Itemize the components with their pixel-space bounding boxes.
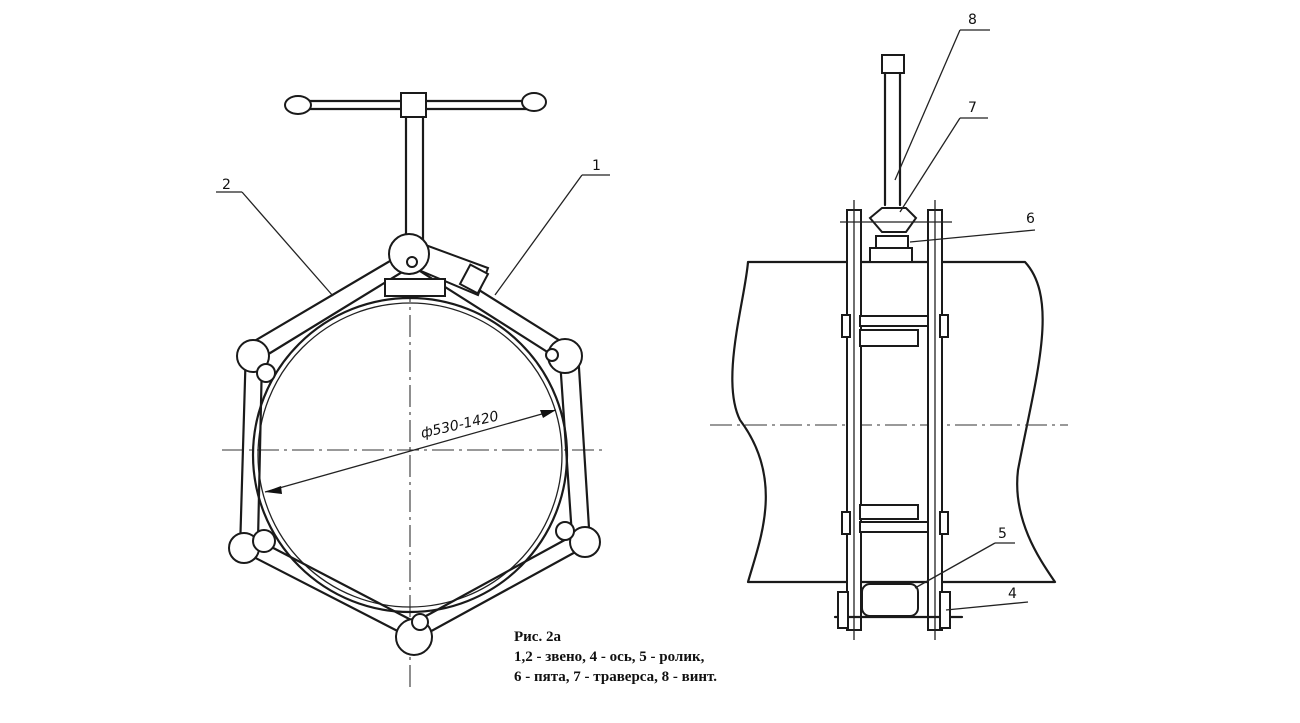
figure-caption: Рис. 2а 1,2 - звено, 4 - ось, 5 - ролик,… xyxy=(514,627,717,687)
heel-block xyxy=(384,278,446,297)
caption-line-1: 1,2 - звено, 4 - ось, 5 - ролик, xyxy=(514,649,705,665)
callout-7: 7 xyxy=(968,100,977,116)
traverse xyxy=(868,207,918,233)
pipe-outline xyxy=(731,260,1057,584)
callout-1: 1 xyxy=(592,158,601,174)
side-view: 8 7 6 5 4 xyxy=(710,12,1068,640)
callout-8: 8 xyxy=(968,12,977,28)
joints xyxy=(228,233,601,656)
callout-5: 5 xyxy=(998,526,1007,542)
axles xyxy=(841,314,949,535)
caption-title: Рис. 2а xyxy=(514,629,561,645)
caption-line-2: 6 - пята, 7 - траверса, 8 - винт. xyxy=(514,669,718,685)
t-handle xyxy=(284,92,547,242)
front-view: ф530-1420 2 1 xyxy=(216,92,610,690)
callout-2: 2 xyxy=(222,177,231,193)
callout-4: 4 xyxy=(1008,586,1017,602)
screw xyxy=(881,54,905,207)
callout-6: 6 xyxy=(1026,211,1035,227)
side-plates xyxy=(840,200,952,640)
roller xyxy=(861,583,919,617)
heel xyxy=(869,247,913,263)
